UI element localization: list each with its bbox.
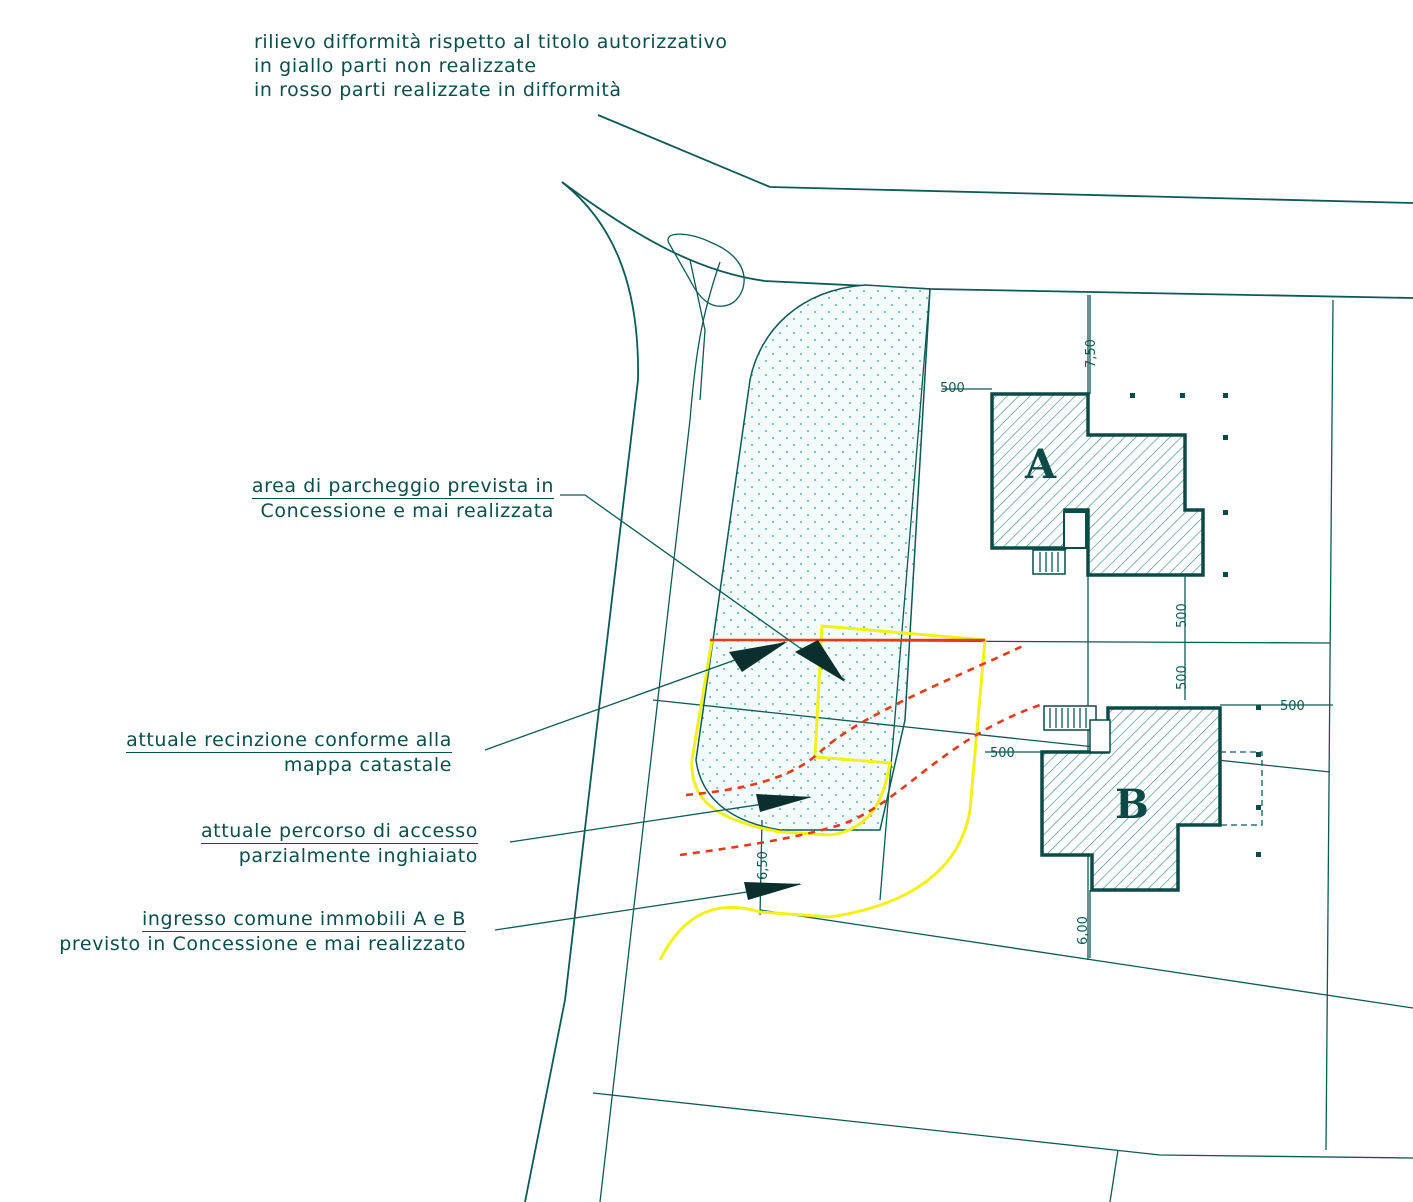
built-differently bbox=[679, 638, 1041, 857]
annotation-path: attuale percorso di accesso parzialmente… bbox=[150, 819, 478, 868]
annotation-parking: area di parcheggio prevista in Concessio… bbox=[180, 474, 554, 523]
legend-line-3: in rosso parti realizzate in difformità bbox=[254, 79, 622, 101]
annotation-parking-line-2: Concessione e mai realizzata bbox=[260, 500, 554, 522]
annotation-fence-line-1: attuale recinzione conforme alla bbox=[126, 729, 452, 753]
dimension-b-left: 500 bbox=[990, 746, 1015, 761]
dimension-entrance: 6,50 bbox=[756, 851, 771, 880]
parking-area bbox=[695, 284, 931, 831]
dimension-between-lower: 500 bbox=[1175, 665, 1190, 690]
dimension-a-top: 7,50 bbox=[1084, 339, 1099, 368]
legend: rilievo difformità rispetto al titolo au… bbox=[254, 30, 728, 102]
building-a-label: A bbox=[1024, 441, 1057, 488]
annotation-entrance-line-1: ingresso comune immobili A e B bbox=[142, 908, 466, 932]
legend-line-2: in giallo parti non realizzate bbox=[254, 55, 537, 77]
legend-line-1: rilievo difformità rispetto al titolo au… bbox=[254, 31, 728, 53]
annotation-parking-line-1: area di parcheggio prevista in bbox=[251, 475, 554, 499]
not-built-outline bbox=[658, 624, 987, 961]
building-b-label: B bbox=[1115, 781, 1149, 828]
dimension-lines bbox=[759, 295, 1333, 958]
annotation-fence-line-2: mappa catastale bbox=[283, 754, 452, 776]
leader-lines bbox=[484, 494, 846, 931]
building-b: B bbox=[1040, 705, 1263, 892]
dimension-b-bottom: 6,00 bbox=[1076, 916, 1091, 945]
annotation-entrance-line-2: previsto in Concessione e mai realizzato bbox=[59, 933, 466, 955]
annotation-path-line-2: parzialmente inghiaiato bbox=[238, 845, 478, 867]
building-a: A bbox=[990, 392, 1228, 577]
dimension-b-right: 500 bbox=[1280, 699, 1305, 714]
annotation-fence: attuale recinzione conforme alla mappa c… bbox=[80, 728, 452, 777]
road-edges bbox=[524, 114, 1413, 1202]
dimension-between-upper: 500 bbox=[1175, 603, 1190, 628]
annotation-entrance: ingresso comune immobili A e B previsto … bbox=[4, 907, 466, 956]
dimension-a-left: 500 bbox=[940, 381, 965, 396]
annotation-path-line-1: attuale percorso di accesso bbox=[200, 820, 478, 844]
